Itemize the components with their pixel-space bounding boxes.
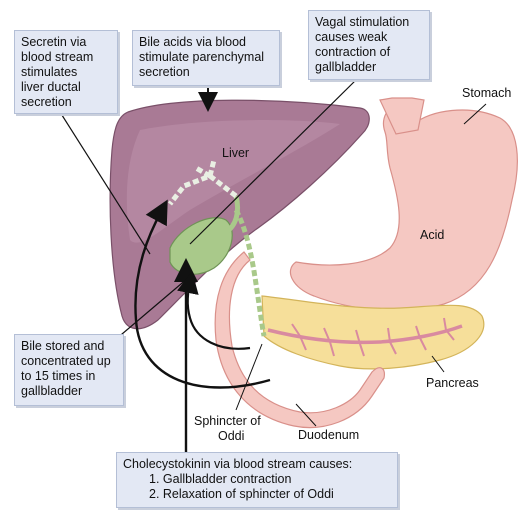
label-acid: Acid [420,228,445,242]
label-liver: Liver [222,146,250,160]
leader-stomach [463,103,487,125]
callout-bile-stored: Bile stored and concentrated up to 15 ti… [14,334,124,406]
cck-item: 2. Relaxation of sphincter of Oddi [149,487,334,501]
duodenum-shape [214,251,385,429]
callout-cholecystokinin: Cholecystokinin via blood stream causes:… [116,452,398,508]
label-stomach: Stomach [462,86,512,100]
callout-bile-acids: Bile acids via blood stimulate parenchym… [132,30,280,86]
leader-vagal [189,75,361,245]
pancreatic-duct [267,324,463,345]
arrow-secretin-loop [134,199,271,389]
esophagus [379,97,425,135]
label-duodenum: Duodenum [298,428,360,442]
leader-secretin [59,111,151,255]
callout-vagal: Vagal stimulation causes weak contractio… [308,10,430,80]
leader-duodenum [295,403,317,427]
label-pancreas: Pancreas [426,376,479,390]
label-sphincter-of-oddi: Sphincter of Oddi [194,414,261,443]
arrow-cck-loop [177,271,251,350]
common-bile-duct [233,208,267,337]
callout-secretin: Secretin via blood stream stimulates liv… [14,30,118,114]
leader-pancreas [431,355,445,373]
pancreas-shape [261,295,485,370]
cystic-duct [224,195,241,235]
liver-highlight [126,120,340,243]
leader-sphincter [235,343,263,411]
cck-heading: Cholecystokinin via blood stream causes: [123,457,353,471]
hepatic-ducts [168,159,238,206]
leader-bile-stored [114,277,189,341]
cck-item: 1. Gallbladder contraction [149,472,292,486]
pancreatic-duct-branches [291,317,455,357]
